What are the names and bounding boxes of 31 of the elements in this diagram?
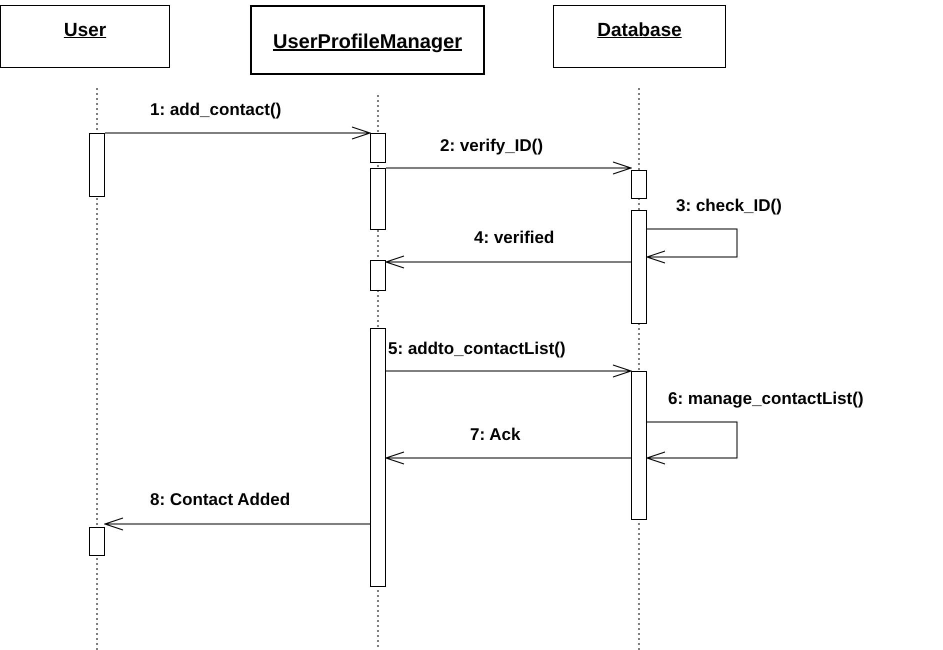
message-label: 6: manage_contactList() (668, 389, 864, 409)
activation-bar (89, 527, 105, 556)
message-arrow (104, 518, 370, 530)
activation-bar (631, 371, 647, 520)
activation-bar (370, 133, 386, 163)
message-arrow (104, 126, 370, 140)
message-arrow (386, 452, 632, 464)
message-label: 3: check_ID() (676, 196, 782, 216)
message-label: 7: Ack (470, 425, 520, 445)
activation-bar (370, 328, 386, 587)
message-label: 1: add_contact() (150, 100, 282, 120)
lifeline-name: User (62, 20, 108, 42)
message-arrow (646, 422, 738, 464)
lifeline-name: Database (596, 20, 683, 42)
activation-bar (370, 168, 386, 230)
activation-bar (370, 260, 386, 291)
lifeline-name: UserProfileManager (272, 31, 463, 54)
activation-bar (631, 210, 647, 324)
message-arrow (386, 162, 632, 174)
message-label: 8: Contact Added (150, 490, 290, 510)
lifeline-head-box (0, 5, 170, 68)
message-label: 4: verified (474, 228, 554, 248)
lifeline-head-box (553, 5, 726, 68)
lifeline-head-box (250, 5, 485, 75)
message-arrow (386, 256, 632, 268)
message-label: 5: addto_contactList() (388, 339, 566, 359)
activation-bar (631, 170, 647, 199)
message-arrow (386, 364, 632, 378)
message-label: 2: verify_ID() (440, 136, 543, 156)
activation-bar (89, 133, 105, 197)
message-arrow (646, 228, 738, 264)
